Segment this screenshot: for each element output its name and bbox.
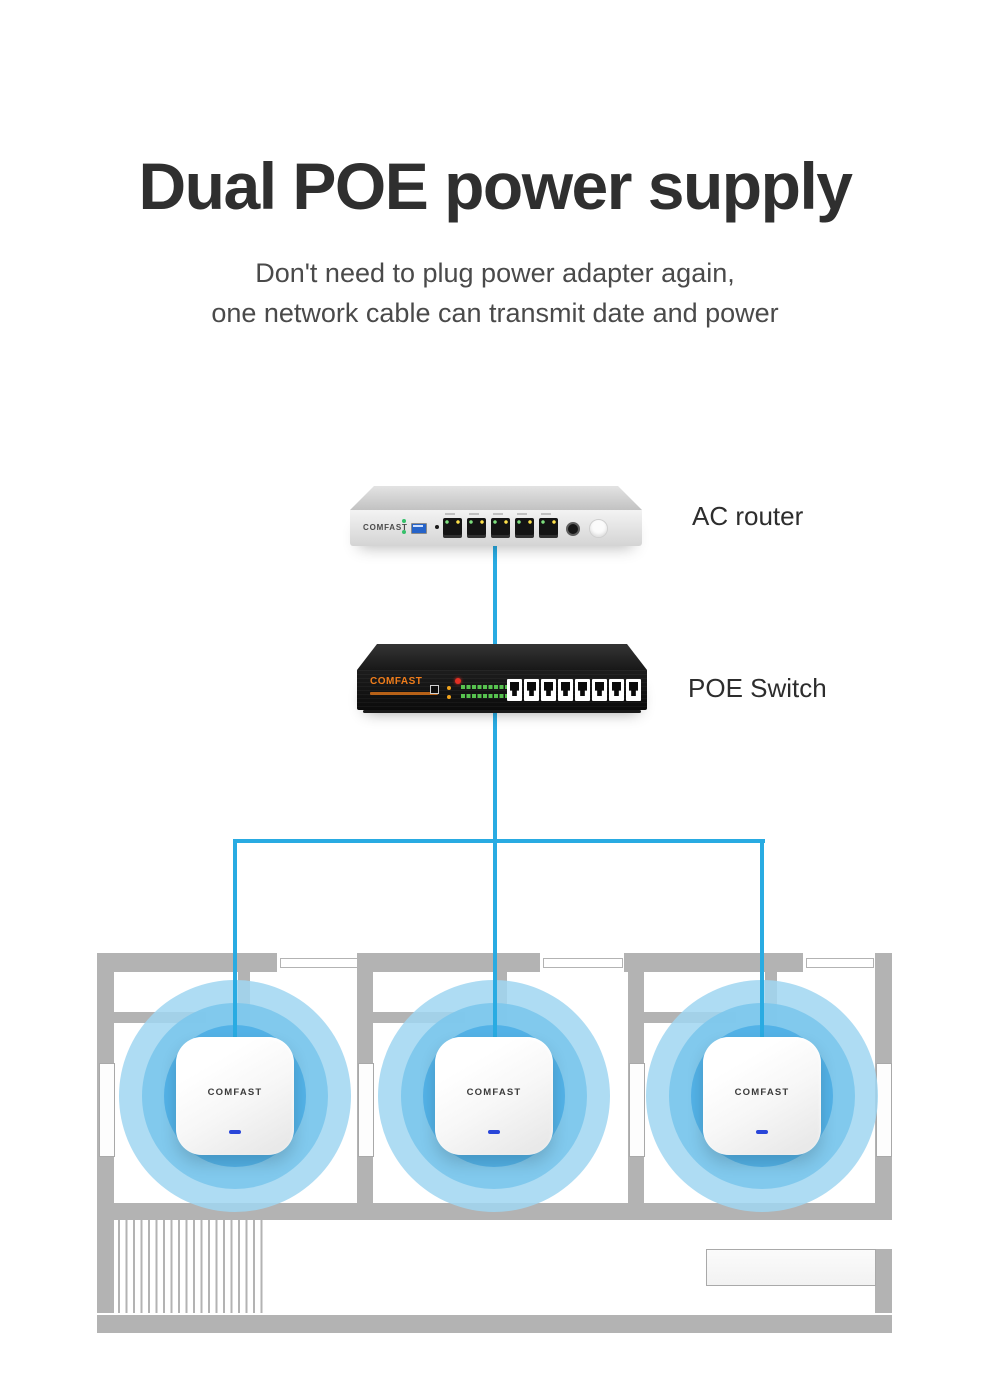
ap-brand-label: COMFAST: [734, 1087, 790, 1098]
switch-power-led: [455, 678, 461, 684]
subtitle-line-1: Don't need to plug power adapter again,: [255, 258, 735, 288]
rj45-port: [443, 518, 462, 538]
door-room-3: [806, 958, 874, 968]
window-right: [876, 1063, 892, 1157]
wall-top-segment-1: [97, 953, 277, 972]
wall-top-segment-3: [624, 953, 803, 972]
rj45-port: [558, 679, 573, 701]
ac-router-label: AC router: [692, 501, 804, 531]
router-power-led: [402, 519, 406, 523]
usb-port-icon: [411, 523, 427, 534]
access-point-3: COMFAST: [703, 1037, 821, 1155]
ap-status-led: [756, 1130, 768, 1134]
wall-top-segment-2: [361, 953, 540, 972]
router-brand-label: COMFAST: [363, 523, 408, 532]
dc-jack-icon: [566, 522, 580, 536]
switch-status-led: [447, 695, 451, 699]
rj45-port: [541, 679, 556, 701]
router-port-labels: [445, 513, 561, 515]
rj45-port: [491, 518, 510, 538]
switch-top-bevel: [357, 644, 647, 670]
cable-router-to-switch: [493, 528, 497, 650]
reset-pinhole-icon: [435, 525, 439, 529]
router-status-led: [402, 530, 406, 534]
rj45-port: [507, 679, 522, 701]
switch-poe-led-row: [461, 694, 510, 698]
cable-branch-horizontal: [233, 839, 765, 843]
switch-base-shadow: [363, 710, 641, 713]
ac-router-device: COMFAST: [350, 486, 642, 546]
rj45-port: [467, 518, 486, 538]
wall-bottom-outer: [97, 1315, 892, 1333]
cable-drop-left: [233, 839, 237, 1054]
switch-brand-label: COMFAST: [370, 676, 423, 687]
rj45-port: [515, 518, 534, 538]
switch-link-led-row: [461, 685, 510, 689]
switch-front-panel: COMFAST: [357, 670, 647, 710]
desk-furniture: [706, 1249, 876, 1286]
rj45-port: [626, 679, 641, 701]
switch-status-led: [447, 686, 451, 690]
window-separator-1: [358, 1063, 374, 1157]
poe-switch-label: POE Switch: [688, 673, 827, 703]
access-point-2: COMFAST: [435, 1037, 553, 1155]
rj45-port: [609, 679, 624, 701]
cable-drop-middle: [493, 841, 497, 1054]
window-separator-2: [629, 1063, 645, 1157]
ap-brand-label: COMFAST: [207, 1087, 263, 1098]
switch-model-text: [370, 692, 438, 695]
access-point-1: COMFAST: [176, 1037, 294, 1155]
door-room-1: [280, 958, 358, 968]
ap-status-led: [488, 1130, 500, 1134]
ap-status-led: [229, 1130, 241, 1134]
switch-ethernet-ports: [507, 679, 641, 701]
window-left: [99, 1063, 115, 1157]
page-title: Dual POE power supply: [138, 149, 853, 223]
subtitle-line-2: one network cable can transmit date and …: [211, 298, 779, 328]
wall-right-outer-lower: [875, 1249, 892, 1313]
router-top-bevel: [350, 486, 642, 510]
door-room-2: [543, 958, 623, 968]
rj45-port: [575, 679, 590, 701]
router-ethernet-ports: [443, 518, 558, 538]
ap-brand-label: COMFAST: [466, 1087, 522, 1098]
poe-switch-device: COMFAST: [357, 644, 647, 714]
power-button-icon: [589, 519, 608, 538]
cable-switch-to-branch: [493, 710, 497, 841]
rj45-port: [524, 679, 539, 701]
rj45-port: [592, 679, 607, 701]
rj45-port: [539, 518, 558, 538]
cable-drop-right: [760, 839, 764, 1054]
switch-mode-button: [430, 685, 439, 694]
router-front-panel: COMFAST: [350, 510, 642, 546]
stairs-hatch: [118, 1220, 263, 1313]
